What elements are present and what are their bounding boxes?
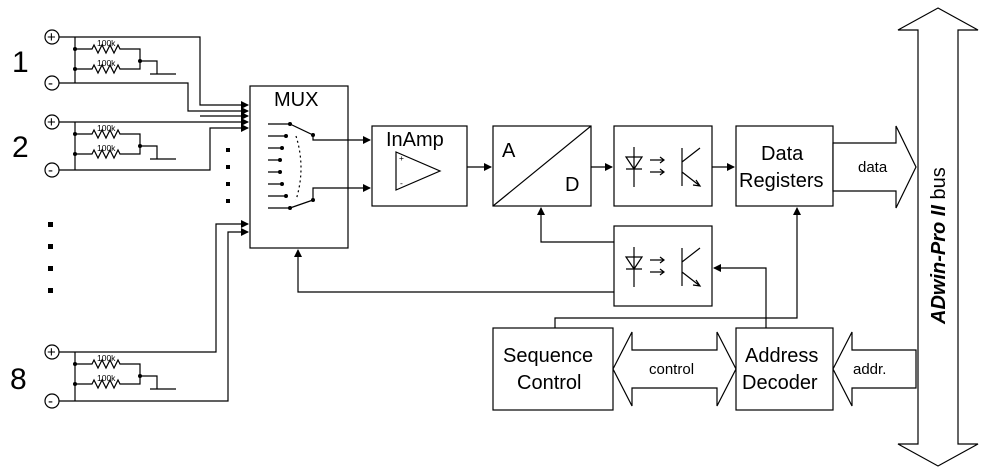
minus-sign-8: - <box>48 393 53 410</box>
channel-2-label: 2 <box>12 131 29 164</box>
opamp-triangle-icon <box>395 151 442 191</box>
adc-d-label: D <box>565 174 579 196</box>
address-decoder-line2: Decoder <box>742 372 818 394</box>
channel-8-label: 8 <box>10 363 27 396</box>
addr-arrow: addr. <box>832 331 917 407</box>
led-icon-2 <box>624 247 644 287</box>
resistor-label-1a: 100k <box>97 38 116 48</box>
bus-label-rest: bus <box>928 167 950 205</box>
address-decoder-line1: Address <box>745 345 818 367</box>
sequence-control-line2: Control <box>517 372 581 394</box>
bus-label-italic: ADwin-Pro II <box>928 205 950 325</box>
phototransistor-icon <box>681 147 702 187</box>
inamp-block: InAmp + - <box>371 125 468 207</box>
resistor-label-8a: 100k <box>97 353 116 363</box>
resistor-label-2b: 100k <box>97 143 116 153</box>
inamp-minus: - <box>400 178 403 188</box>
minus-sign-1: - <box>48 75 53 92</box>
address-decoder-block: Address Decoder <box>735 327 834 411</box>
plus-sign-8: + <box>47 344 56 361</box>
control-arrow: control <box>612 331 737 407</box>
bus-label: ADwin-Pro II bus <box>928 167 950 325</box>
data-registers-block: Data Registers <box>735 125 834 207</box>
channel-1-input: 1 + - 100k 100k <box>12 29 249 115</box>
optocoupler-top <box>613 125 713 207</box>
led-icon <box>624 147 644 187</box>
mux-label: MUX <box>274 89 318 111</box>
control-arrow-label: control <box>649 361 694 378</box>
data-arrow-label: data <box>858 159 888 176</box>
data-registers-line2: Registers <box>739 170 823 192</box>
mux-block: MUX <box>249 85 349 249</box>
inamp-plus: + <box>399 153 404 163</box>
data-registers-line1: Data <box>761 143 804 165</box>
inamp-label: InAmp <box>386 129 444 151</box>
resistor-label-1b: 100k <box>97 58 116 68</box>
phototransistor-icon-2 <box>681 247 702 287</box>
channel-8-input: 8 + - 100k 100k <box>10 220 249 410</box>
addr-arrow-label: addr. <box>853 361 886 378</box>
channel-ellipsis <box>48 148 230 293</box>
resistor-label-2a: 100k <box>97 123 116 133</box>
adc-block: A D <box>492 125 592 207</box>
adwin-bus: ADwin-Pro II bus <box>897 7 979 467</box>
sequence-control-block: Sequence Control <box>492 327 614 411</box>
channel-2-input: 2 + - 100k 100k <box>12 112 249 179</box>
plus-sign-2: + <box>47 114 56 131</box>
plus-sign-1: + <box>47 29 56 46</box>
sequence-control-line1: Sequence <box>503 345 593 367</box>
minus-sign-2: - <box>48 162 53 179</box>
data-bus-arrow: data <box>832 125 917 209</box>
resistor-label-8b: 100k <box>97 373 116 383</box>
channel-1-label: 1 <box>12 46 29 79</box>
adc-a-label: A <box>502 140 516 162</box>
optocoupler-bottom <box>613 225 713 307</box>
